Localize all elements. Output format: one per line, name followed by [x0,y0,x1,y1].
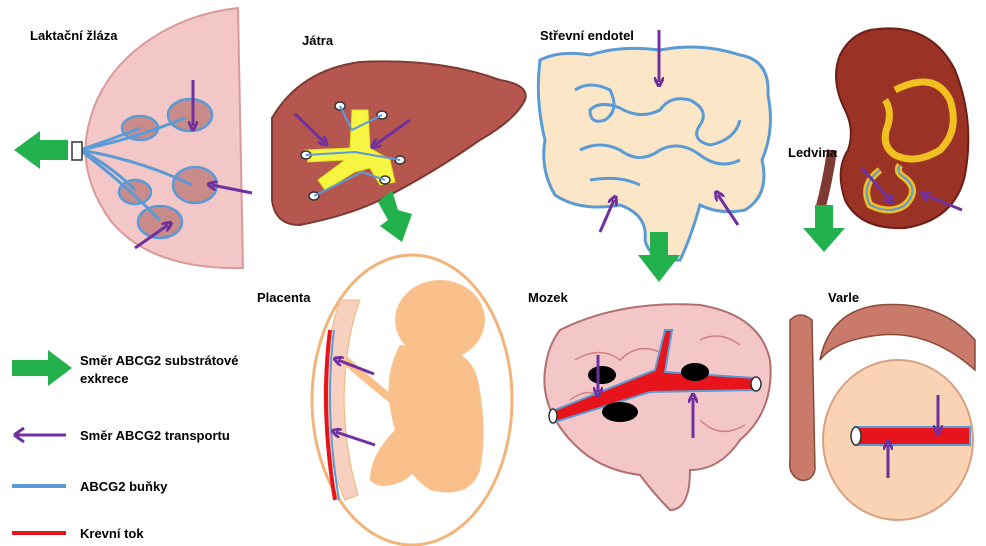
kidney-panel: Ledvina [788,28,968,252]
excretion-arrow-icon [803,205,845,252]
label-liver: Játra [302,33,334,48]
legend: Směr ABCG2 substrátové exkrece Směr ABCG… [12,350,238,541]
testis-panel: Varle [790,290,975,520]
liver-panel: Játra [272,33,526,242]
excretion-arrow-icon [14,131,68,169]
label-kidney: Ledvina [788,145,838,160]
excretion-arrow-icon [12,350,72,386]
legend-excretion-line2: exkrece [80,371,128,386]
legend-transport: Směr ABCG2 transportu [80,428,230,443]
placenta-panel: Placenta [257,255,512,545]
lactation-gland-panel: Laktační žláza [14,8,252,268]
intestine-panel: Střevní endotel [538,28,770,282]
excretion-arrow-icon [378,190,412,242]
label-placenta: Placenta [257,290,311,305]
label-lactation-gland: Laktační žláza [30,28,118,43]
label-brain: Mozek [528,290,569,305]
label-intestine: Střevní endotel [540,28,634,43]
legend-cells: ABCG2 buňky [80,479,168,494]
label-testis: Varle [828,290,859,305]
legend-excretion-line1: Směr ABCG2 substrátové [80,353,238,368]
legend-blood: Krevní tok [80,526,144,541]
brain-panel: Mozek [528,290,771,510]
